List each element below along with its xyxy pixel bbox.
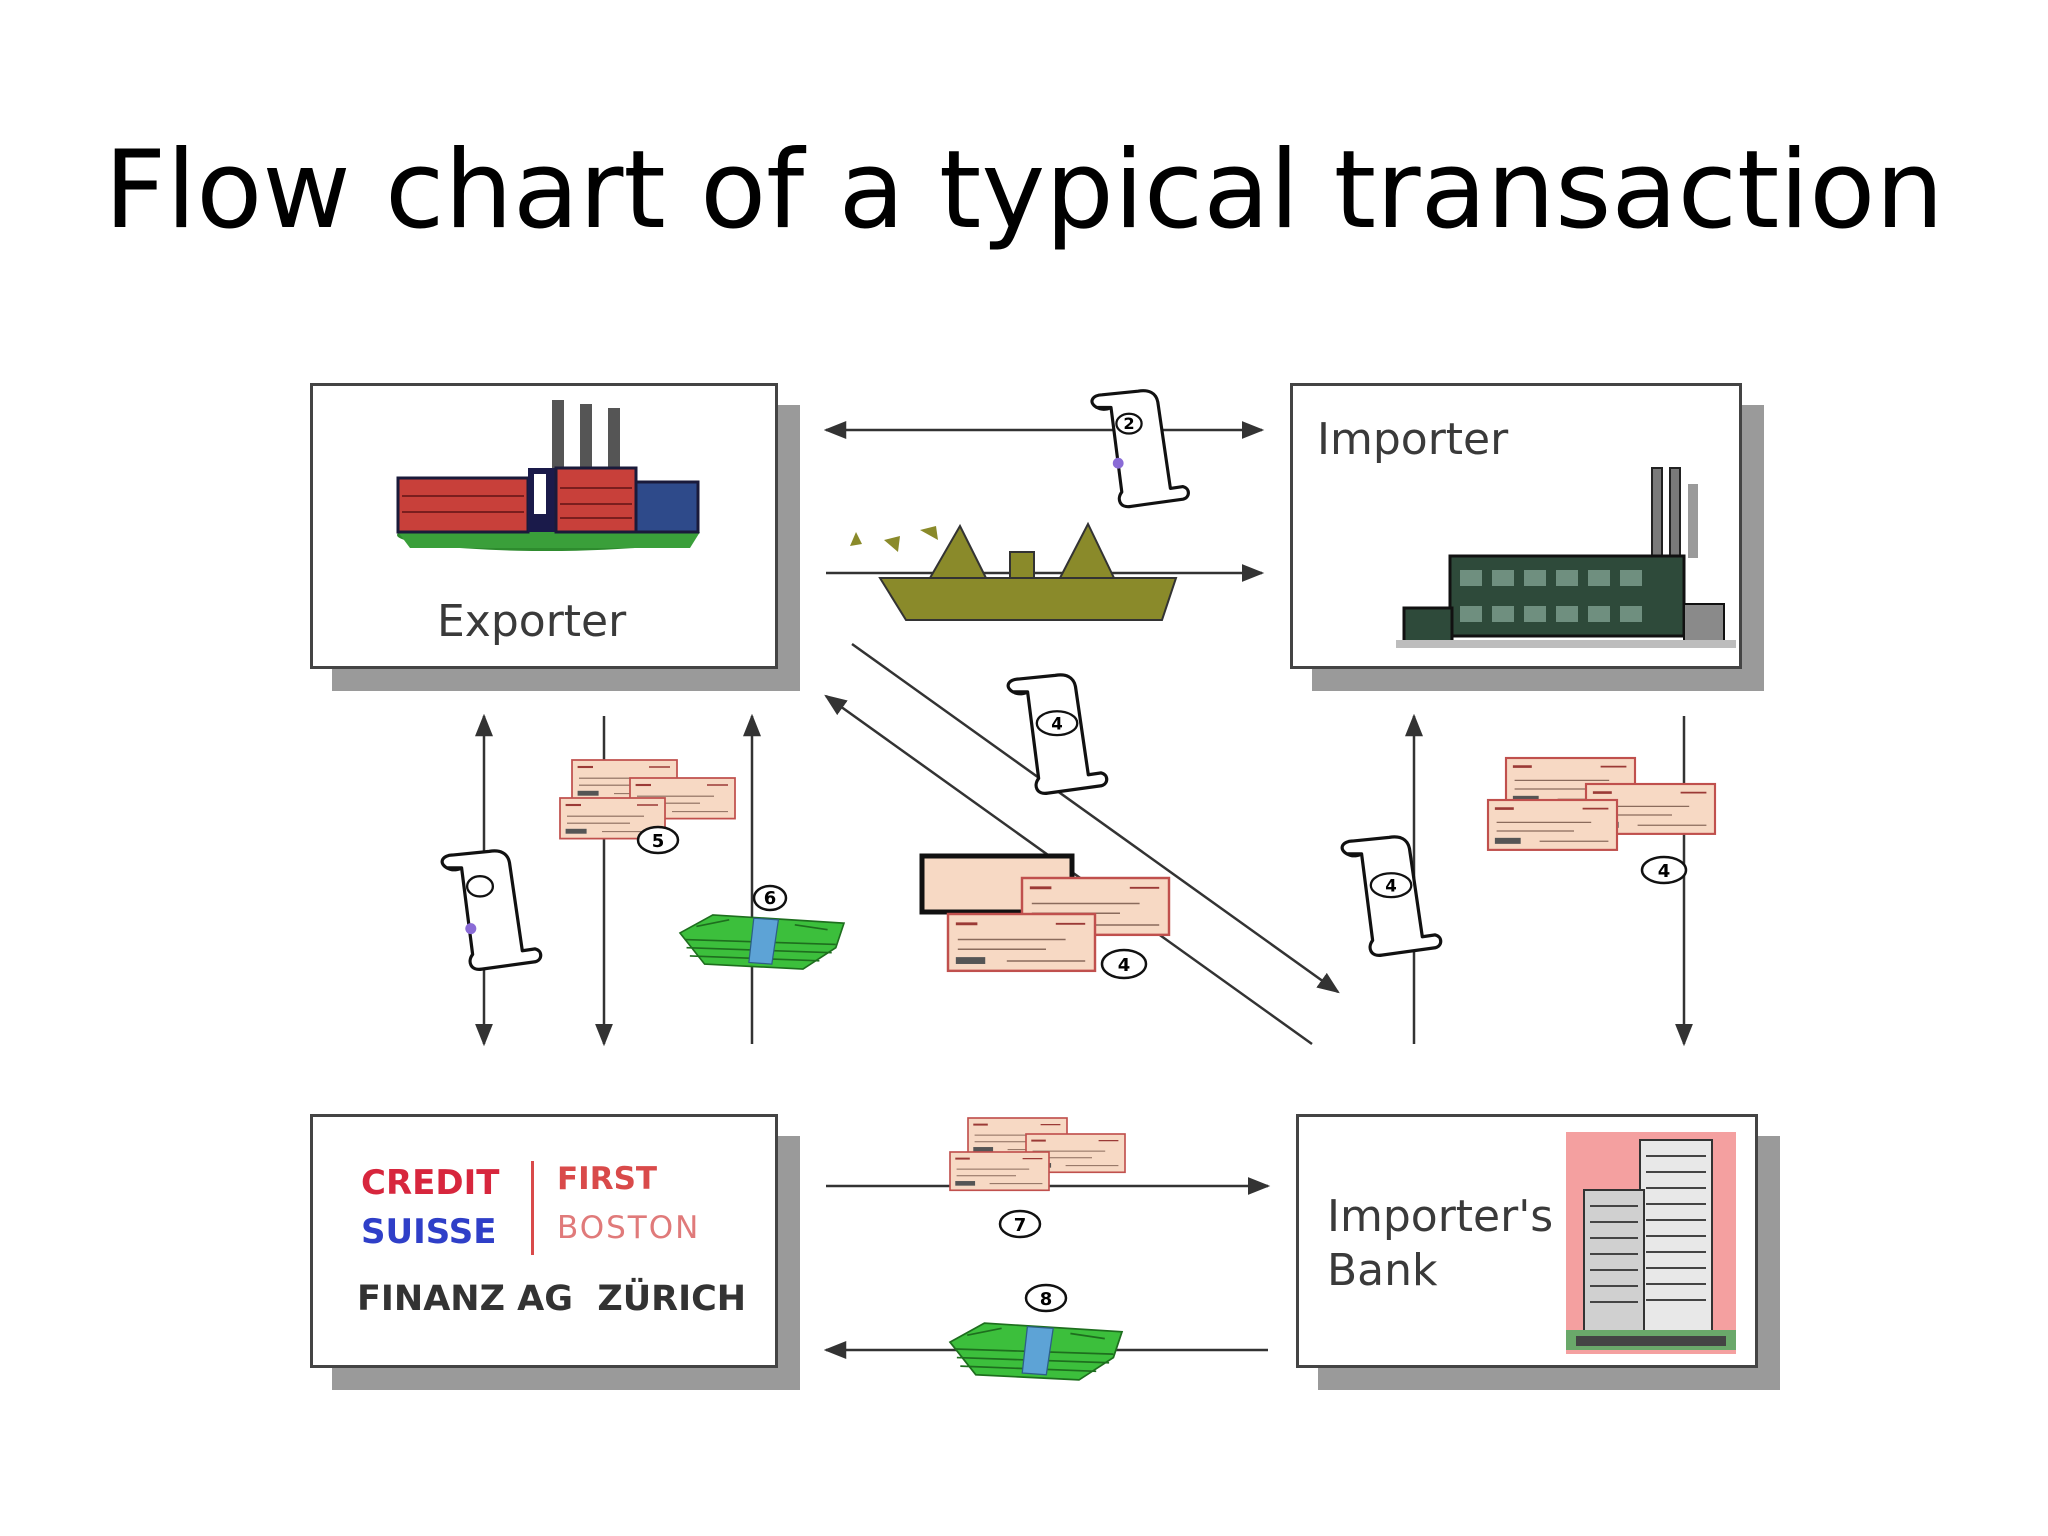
finanz-text: FINANZ AG ZÜRICH bbox=[357, 1279, 747, 1319]
step-6-label: 6 bbox=[764, 888, 777, 909]
bank-divider bbox=[531, 1161, 534, 1255]
document-scroll-icon-4a: 4 bbox=[1006, 673, 1109, 795]
exporter-label: Exporter bbox=[437, 596, 627, 647]
exporter-bank-box: CREDIT SUISSE FIRST BOSTON FINANZ AG ZÜR… bbox=[310, 1114, 778, 1368]
ship-icon bbox=[850, 521, 1178, 621]
money-icon-6: 6 bbox=[679, 884, 845, 970]
contract-scroll-icon-2: 2 bbox=[1090, 389, 1190, 509]
importer-label: Importer bbox=[1317, 414, 1509, 465]
credit-text: CREDIT bbox=[361, 1163, 500, 1203]
exporter-factory-icon bbox=[396, 400, 700, 551]
bank-building-icon bbox=[1566, 1132, 1736, 1354]
arrow-diagonal-down bbox=[851, 642, 1340, 994]
step-4b-label: 4 bbox=[1118, 955, 1131, 976]
step-5-label: 5 bbox=[652, 831, 665, 852]
money-icon-8: 8 bbox=[949, 1283, 1123, 1381]
checks-icon-4d: 4 bbox=[1486, 756, 1717, 885]
step-4c-label: 4 bbox=[1385, 877, 1397, 896]
document-scroll-icon-4c: 4 bbox=[1340, 835, 1443, 957]
checks-icon-5: 5 bbox=[558, 758, 737, 855]
contract-scroll-icon-1 bbox=[440, 849, 543, 971]
checks-icon-4b: 4 bbox=[919, 853, 1171, 980]
slide-title: Flow chart of a typical transaction bbox=[104, 128, 1944, 253]
checks-icon-7: 7 bbox=[949, 1117, 1126, 1239]
boston-text: BOSTON bbox=[557, 1210, 701, 1246]
importer-bank-label-line2: Bank bbox=[1327, 1245, 1438, 1296]
step-4d-label: 4 bbox=[1658, 861, 1671, 882]
first-text: FIRST bbox=[557, 1161, 658, 1197]
step-4a-label: 4 bbox=[1051, 715, 1063, 734]
importer-factory-icon bbox=[1396, 467, 1736, 648]
step-8-label: 8 bbox=[1040, 1289, 1053, 1310]
step-2-label: 2 bbox=[1123, 414, 1134, 433]
importer-bank-label-line1: Importer's bbox=[1327, 1191, 1554, 1242]
step-7-label: 7 bbox=[1014, 1215, 1027, 1236]
suisse-text: SUISSE bbox=[361, 1212, 497, 1252]
